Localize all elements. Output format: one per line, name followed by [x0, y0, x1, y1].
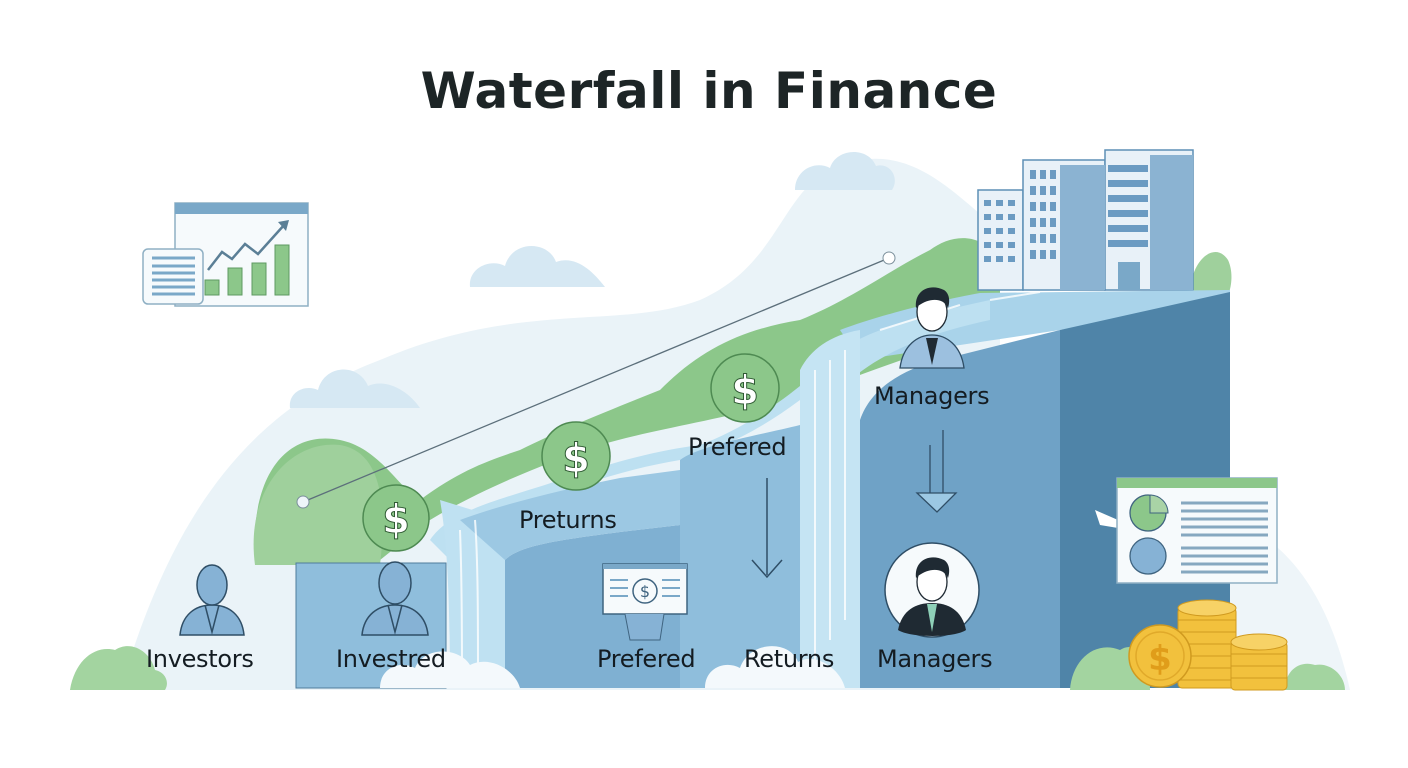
label-preturns: Preturns — [519, 506, 617, 534]
green-bush-left — [253, 444, 383, 565]
svg-text:$: $ — [562, 436, 590, 482]
svg-text:$: $ — [731, 368, 759, 414]
down-arrow-icon — [915, 430, 958, 513]
mist-cloud-icon — [380, 646, 845, 688]
dollar-coin-icon: $ — [710, 353, 780, 423]
label-prefered-bottom: Prefered — [597, 645, 696, 673]
manager-avatar-icon — [884, 542, 980, 638]
gold-coins-stack-icon: $ — [1128, 599, 1288, 691]
dollar-coin-icon: $ — [541, 421, 611, 491]
label-managers-bottom: Managers — [877, 645, 993, 673]
banknote-icon: $ — [602, 563, 688, 641]
label-invested: Investred — [336, 645, 446, 673]
label-managers-top: Managers — [874, 382, 990, 410]
green-ridge — [254, 238, 1000, 560]
green-bush-right — [1190, 252, 1232, 300]
svg-text:$: $ — [382, 497, 410, 543]
label-prefered-top: Prefered — [688, 433, 787, 461]
svg-text:$: $ — [640, 582, 650, 601]
down-arrow-icon — [751, 478, 783, 579]
investor-person-icon — [179, 564, 245, 636]
page-title: Waterfall in Finance — [420, 62, 998, 120]
svg-text:$: $ — [1148, 639, 1172, 679]
trend-connector-line — [296, 251, 896, 509]
office-buildings-icon — [977, 149, 1194, 291]
step-preturns-top — [460, 470, 680, 560]
manager-person-icon — [899, 287, 965, 369]
ground-bush-icon — [70, 646, 1345, 690]
cloud-icon — [289, 151, 895, 408]
label-investors: Investors — [146, 645, 254, 673]
dollar-coin-icon: $ — [362, 484, 430, 552]
pie-chart-report-icon — [1095, 477, 1278, 584]
growth-chart-icon — [142, 202, 309, 307]
label-returns: Returns — [744, 645, 835, 673]
invested-person-icon — [361, 561, 429, 636]
step-prefered — [680, 425, 800, 688]
